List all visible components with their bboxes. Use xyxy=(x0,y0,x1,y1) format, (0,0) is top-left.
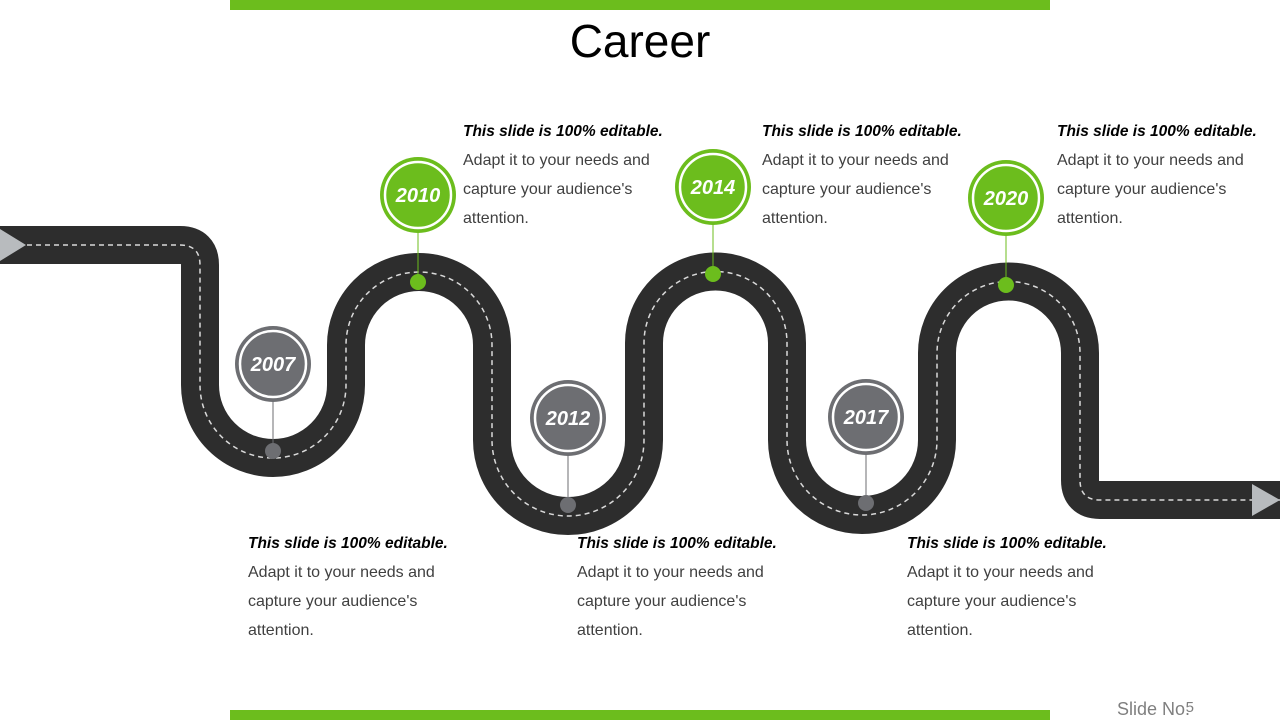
milestone-body: Adapt it to your needs and capture your … xyxy=(762,152,949,227)
start-arrow-icon xyxy=(0,229,26,261)
milestone-body: Adapt it to your needs and capture your … xyxy=(907,564,1094,639)
milestone-heading: This slide is 100% editable. xyxy=(577,535,777,552)
milestone-body: Adapt it to your needs and capture your … xyxy=(577,564,764,639)
milestone-badge-ring xyxy=(238,329,308,399)
milestone-2017: 2017 xyxy=(828,379,904,511)
milestone-badge-ring xyxy=(383,160,453,230)
milestone-badge xyxy=(235,326,311,402)
milestone-heading: This slide is 100% editable. xyxy=(907,535,1107,552)
end-arrow-icon xyxy=(1252,484,1280,516)
milestone-2014: 2014 xyxy=(675,149,751,282)
milestone-body: Adapt it to your needs and capture your … xyxy=(248,564,435,639)
milestone-road-dot xyxy=(560,497,576,513)
slide-number-label: Slide No. xyxy=(1116,699,1190,719)
milestone-body: Adapt it to your needs and capture your … xyxy=(463,152,650,227)
milestone-badge-ring xyxy=(831,382,901,452)
road-center-line xyxy=(0,244,1280,517)
milestone-badge-ring xyxy=(678,152,748,222)
milestone-2020-text: This slide is 100% editable. Adapt it to… xyxy=(1057,117,1277,233)
milestone-heading: This slide is 100% editable. xyxy=(248,535,448,552)
milestone-year: 2014 xyxy=(690,177,736,199)
milestone-year: 2012 xyxy=(545,408,591,430)
milestone-year: 2007 xyxy=(250,354,296,376)
milestone-body: Adapt it to your needs and capture your … xyxy=(1057,152,1244,227)
milestone-badge xyxy=(968,160,1044,236)
milestone-year: 2017 xyxy=(843,407,889,429)
milestone-road-dot xyxy=(410,274,426,290)
milestone-road-dot xyxy=(265,443,281,459)
milestone-2012: 2012 xyxy=(530,380,606,513)
slide-title: Career xyxy=(569,15,711,67)
milestone-2014-text: This slide is 100% editable. Adapt it to… xyxy=(762,117,982,233)
top-accent-bar xyxy=(230,0,1050,10)
milestone-badge-ring xyxy=(533,383,603,453)
milestone-2010-text: This slide is 100% editable. Adapt it to… xyxy=(463,117,683,233)
milestone-year: 2010 xyxy=(395,185,441,207)
milestone-heading: This slide is 100% editable. xyxy=(1057,123,1257,140)
milestone-badge xyxy=(675,149,751,225)
milestone-badge xyxy=(380,157,456,233)
milestone-badge-ring xyxy=(971,163,1041,233)
milestone-2010: 2010 xyxy=(380,157,456,290)
milestone-2007: 2007 xyxy=(235,326,311,459)
winding-road xyxy=(0,226,1280,535)
milestone-road-dot xyxy=(998,277,1014,293)
milestone-badge xyxy=(828,379,904,455)
milestone-2017-text: This slide is 100% editable. Adapt it to… xyxy=(907,529,1127,645)
milestone-badge xyxy=(530,380,606,456)
slide-number: 5 xyxy=(1185,699,1194,716)
milestone-2020: 2020 xyxy=(968,160,1044,293)
milestone-heading: This slide is 100% editable. xyxy=(463,123,663,140)
milestone-heading: This slide is 100% editable. xyxy=(762,123,962,140)
milestone-road-dot xyxy=(858,495,874,511)
milestone-year: 2020 xyxy=(983,188,1029,210)
milestone-2007-text: This slide is 100% editable. Adapt it to… xyxy=(248,529,468,645)
milestone-road-dot xyxy=(705,266,721,282)
milestone-2012-text: This slide is 100% editable. Adapt it to… xyxy=(577,529,797,645)
bottom-accent-bar xyxy=(230,710,1050,720)
